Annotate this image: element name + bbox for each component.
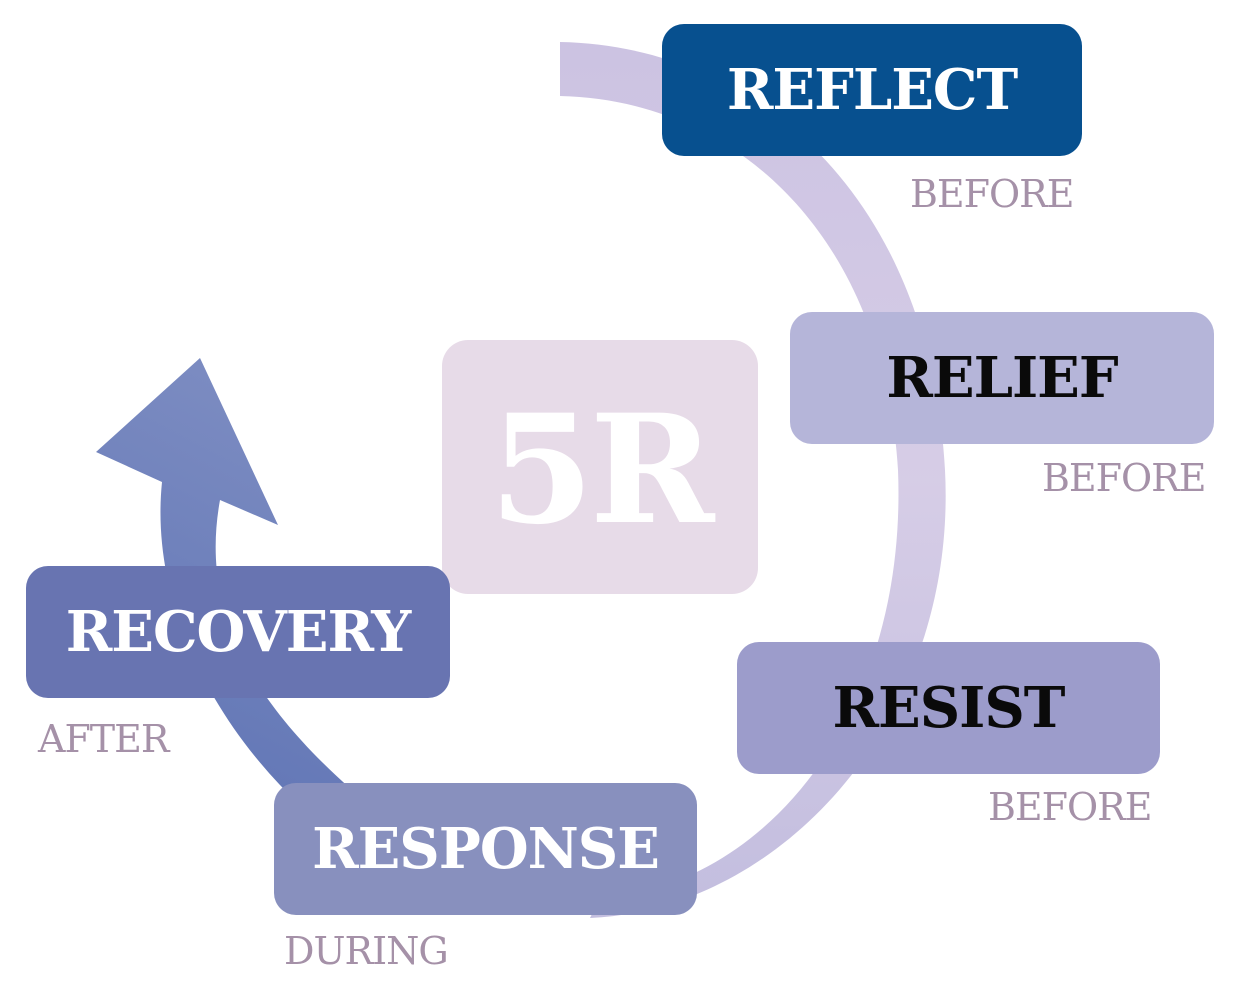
phase-label-resist: BEFORE bbox=[988, 785, 1153, 829]
stage-recovery-box: RECOVERY bbox=[26, 566, 450, 698]
phase-label-relief: BEFORE bbox=[1042, 456, 1207, 500]
phase-label-recovery: AFTER bbox=[38, 717, 170, 761]
stage-relief-label: RELIEF bbox=[886, 345, 1118, 411]
center-5r-label: 5R bbox=[489, 382, 714, 558]
cycle-arrow-band bbox=[560, 42, 946, 918]
phase-label-reflect: BEFORE bbox=[910, 172, 1075, 216]
stage-reflect-label: REFLECT bbox=[726, 57, 1018, 123]
stage-reflect-box: REFLECT bbox=[662, 24, 1082, 156]
center-5r-box: 5R bbox=[442, 340, 758, 594]
stage-resist-label: RESIST bbox=[832, 675, 1066, 741]
phase-label-response: DURING bbox=[284, 929, 449, 973]
stage-response-box: RESPONSE bbox=[274, 783, 697, 915]
recovery-arrow-band bbox=[96, 358, 352, 805]
stage-resist-box: RESIST bbox=[737, 642, 1160, 774]
stage-relief-box: RELIEF bbox=[790, 312, 1214, 444]
stage-recovery-label: RECOVERY bbox=[65, 599, 412, 665]
stage-response-label: RESPONSE bbox=[312, 816, 660, 882]
